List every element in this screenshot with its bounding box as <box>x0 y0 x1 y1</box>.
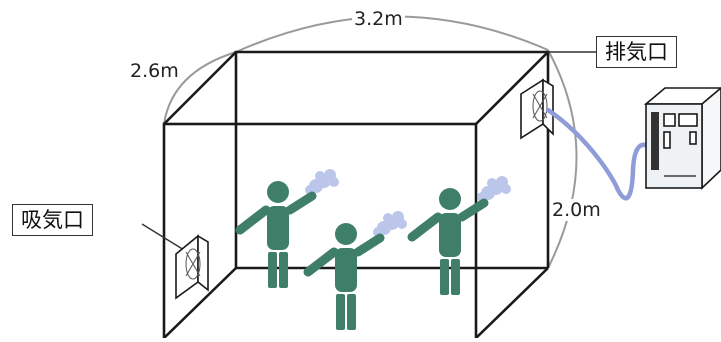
height-dimension-arc <box>547 49 578 269</box>
people-group <box>235 169 511 330</box>
intake-label: 吸気口 <box>12 204 93 236</box>
spray-mist-icon <box>305 169 339 195</box>
person-icon <box>235 181 317 288</box>
depth-dimension-label: 2.6m <box>128 60 181 82</box>
exhaust-label: 排気口 <box>596 36 677 68</box>
person-icon <box>407 188 489 295</box>
measurement-device-icon <box>643 86 721 190</box>
intake-fan-icon <box>141 223 209 300</box>
spray-mist-icon <box>477 176 511 202</box>
spray-mist-icon <box>373 211 407 237</box>
exhaust-fan-icon <box>520 51 596 140</box>
width-dimension-label: 3.2m <box>352 8 405 30</box>
height-dimension-label: 2.0m <box>550 199 603 221</box>
depth-dimension-arc <box>163 51 237 125</box>
person-icon <box>303 223 385 330</box>
sampling-tube <box>545 107 651 201</box>
